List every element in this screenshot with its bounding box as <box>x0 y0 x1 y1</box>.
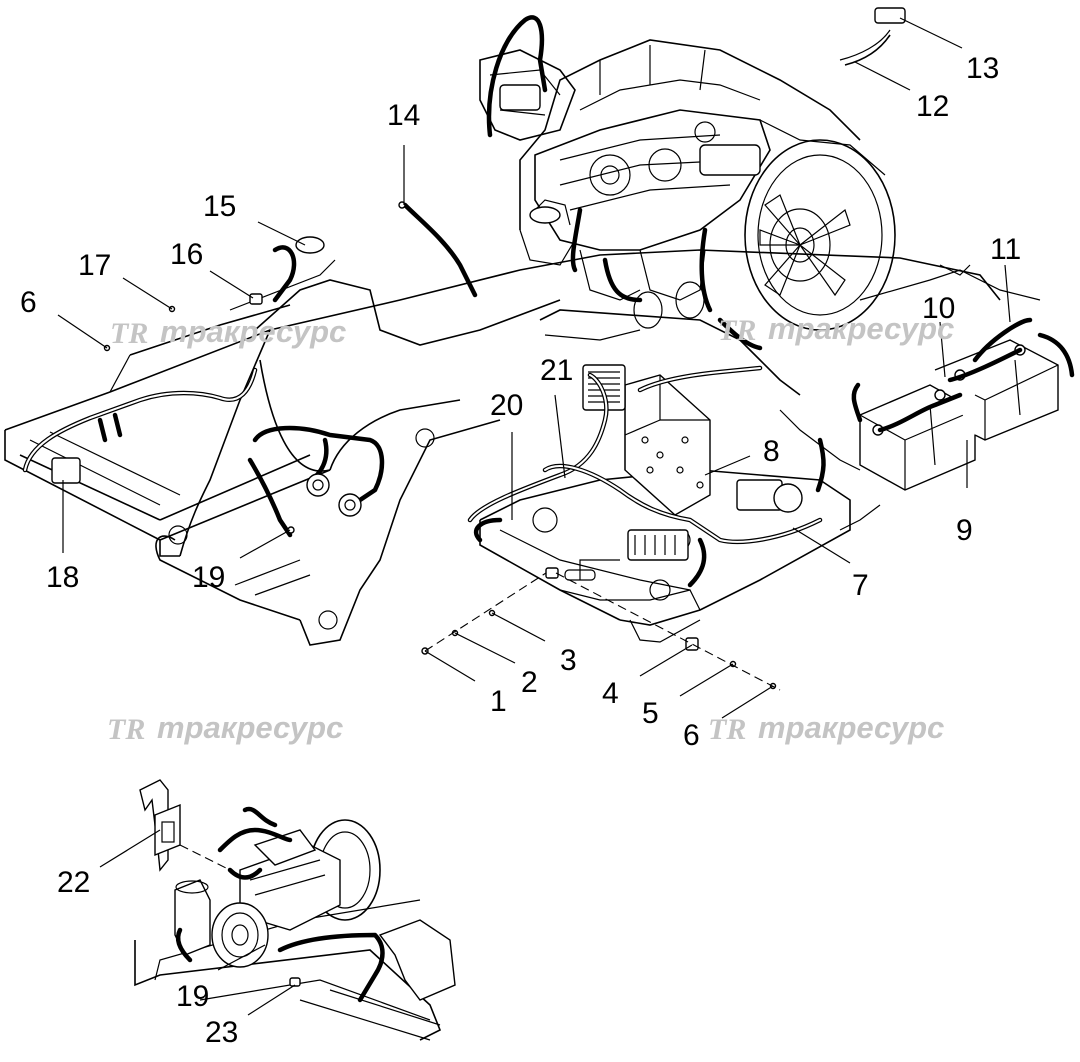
callout-19: 19 <box>176 980 209 1013</box>
harness-cables <box>22 15 1075 588</box>
callout-15: 15 <box>203 190 236 223</box>
watermark-1: TR тракресурс <box>110 314 346 350</box>
callout-6: 6 <box>20 286 37 319</box>
assembly-axis-line <box>424 572 781 691</box>
callout-17: 17 <box>78 249 111 282</box>
callout-21: 21 <box>540 354 573 387</box>
watermark-2: TR тракресурс <box>718 311 954 347</box>
callout-6: 6 <box>683 719 700 752</box>
callout-19: 19 <box>192 561 225 594</box>
watermark-4: TR тракресурс <box>708 710 944 746</box>
callout-5: 5 <box>642 697 659 730</box>
callout-20: 20 <box>490 389 523 422</box>
callout-7: 7 <box>852 569 869 602</box>
pump-subassembly <box>134 779 456 1041</box>
leader-lines <box>57 17 1011 1016</box>
callout-3: 3 <box>560 644 577 677</box>
callout-2: 2 <box>521 666 538 699</box>
callout-4: 4 <box>602 677 619 710</box>
callout-23: 23 <box>205 1016 238 1049</box>
callout-13: 13 <box>966 52 999 85</box>
callout-1: 1 <box>490 685 507 718</box>
callout-22: 22 <box>57 866 90 899</box>
watermark-text: тракресурс <box>160 314 346 349</box>
callout-11: 11 <box>990 233 1021 266</box>
watermark-text: тракресурс <box>758 710 944 745</box>
batteries <box>859 339 1059 491</box>
callout-9: 9 <box>956 514 973 547</box>
watermark-logo: TR <box>708 713 746 746</box>
watermark-logo: TR <box>718 314 756 347</box>
engine <box>479 39 896 331</box>
callout-14: 14 <box>387 99 420 132</box>
callout-labels: 1 2 3 4 5 6 6 7 8 9 10 11 12 13 14 15 16… <box>20 52 1021 1049</box>
watermark-logo: TR <box>110 317 148 350</box>
watermark-text: тракресурс <box>768 311 954 346</box>
callout-10: 10 <box>922 292 955 325</box>
callout-8: 8 <box>763 435 780 468</box>
watermark-3: TR тракресурс <box>107 710 343 746</box>
callout-18: 18 <box>46 561 79 594</box>
watermark-text: тракресурс <box>157 710 343 745</box>
callout-12: 12 <box>916 90 949 123</box>
watermark-logo: TR <box>107 713 145 746</box>
callout-16: 16 <box>170 238 203 271</box>
chassis-frame <box>4 249 1041 646</box>
